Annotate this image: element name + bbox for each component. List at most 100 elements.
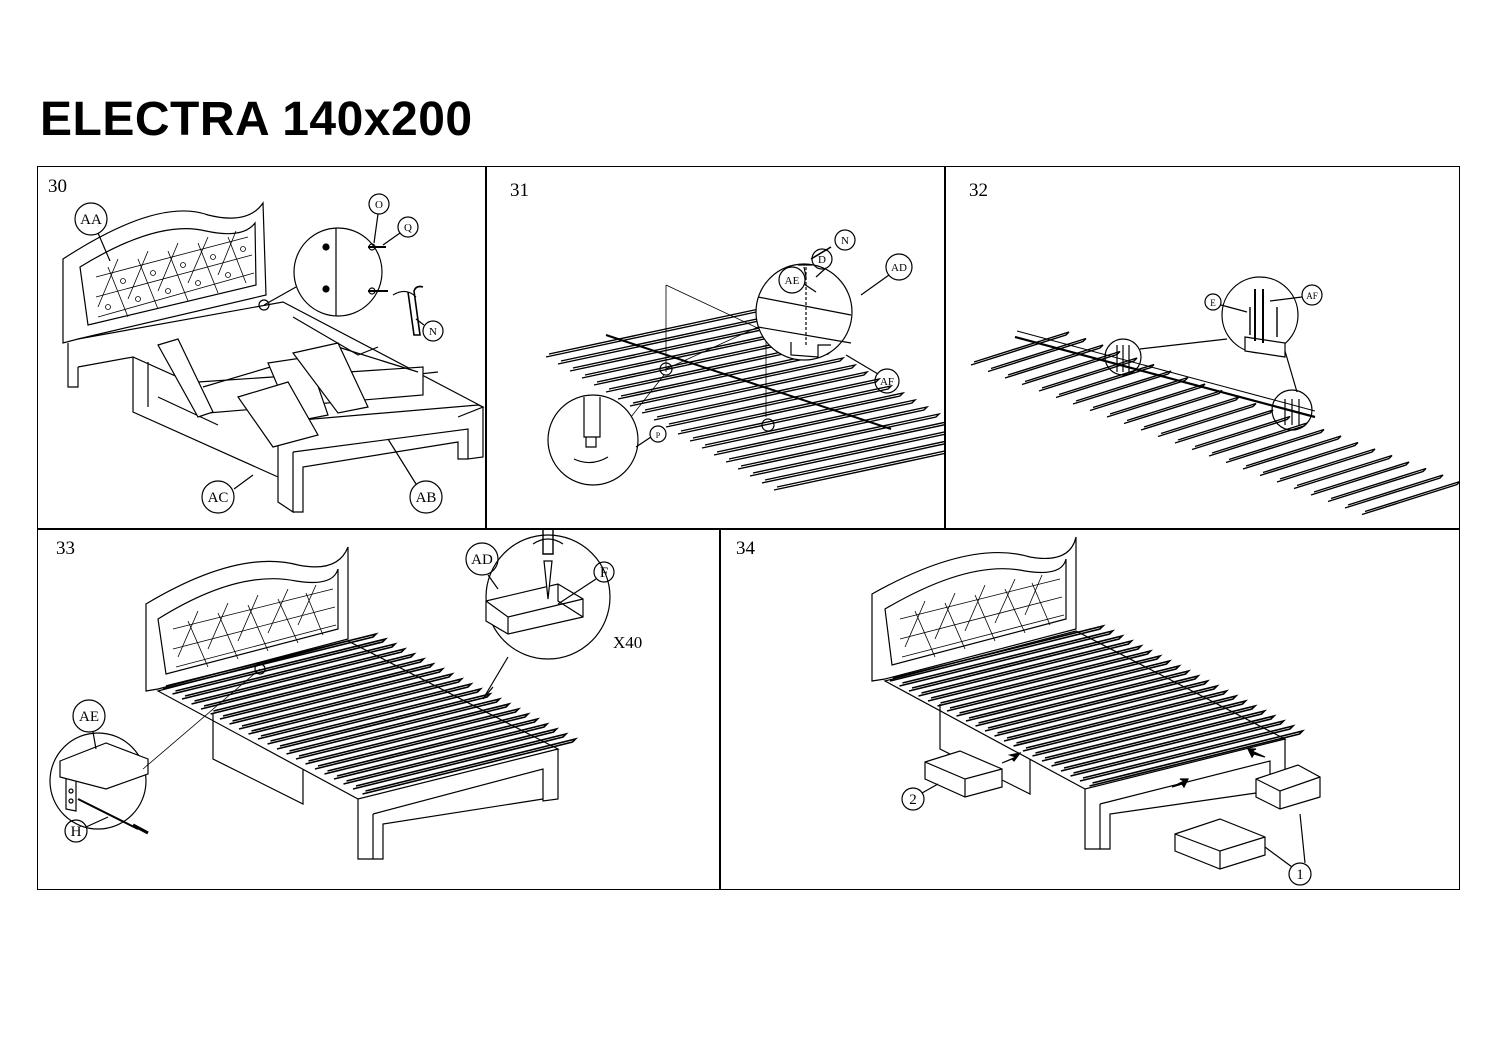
step-32-illustration: E AF (970, 276, 1459, 516)
slat-grid (970, 331, 1459, 516)
slat (172, 637, 389, 695)
slat (1003, 684, 1220, 742)
slat (1276, 448, 1376, 483)
slat (1013, 689, 1230, 747)
slat (1225, 428, 1325, 464)
slat (1032, 699, 1249, 757)
slat (994, 679, 1211, 737)
slat (908, 634, 1125, 692)
slat (1072, 370, 1172, 405)
slat (557, 314, 774, 365)
slat (918, 639, 1135, 697)
slat (362, 737, 579, 795)
slat-grid (889, 624, 1306, 787)
slat (314, 712, 531, 770)
slat (229, 667, 446, 725)
slat (305, 707, 522, 765)
slat (1022, 694, 1239, 752)
part-label-AD: AD (471, 552, 493, 568)
slat (987, 337, 1087, 373)
slat (1041, 704, 1258, 762)
slat (1038, 357, 1138, 392)
slat (737, 421, 944, 470)
part-label-O: O (375, 199, 383, 211)
part-label-E: E (1210, 298, 1216, 308)
slat (701, 398, 918, 449)
slat (1089, 729, 1306, 787)
drawer-label-1: 1 (1296, 867, 1304, 883)
slat (200, 652, 417, 710)
slat (970, 331, 1070, 366)
slat (210, 657, 427, 715)
slat (946, 654, 1163, 712)
step-34-illustration: 2 1 (871, 536, 1321, 886)
slat (1293, 454, 1393, 490)
slat (324, 717, 541, 775)
slat (975, 669, 1192, 727)
slat (1106, 383, 1206, 418)
slat (1021, 350, 1121, 386)
slat (1242, 435, 1342, 470)
drawer-label-2: 2 (909, 792, 917, 808)
slat (162, 632, 379, 690)
slat (937, 649, 1154, 707)
slat (1051, 709, 1268, 767)
part-label-N: N (841, 235, 849, 247)
divider-vertical-2 (944, 167, 946, 529)
step-33-illustration: AD F X40 AE H (49, 529, 642, 860)
divider-vertical-1 (485, 167, 487, 529)
step-32-panel: 32 E AF (945, 167, 1459, 528)
part-label-Q: Q (404, 222, 412, 234)
step-34-panel: 34 (720, 529, 1459, 889)
slat (629, 356, 846, 407)
slat (725, 412, 942, 463)
slat (1344, 474, 1444, 509)
part-label-AE: AE (785, 275, 800, 287)
quantity-label: X40 (613, 633, 642, 652)
slat (1157, 402, 1257, 438)
slat (1089, 376, 1189, 412)
slat (761, 440, 944, 484)
slat (665, 377, 882, 428)
slat-grid (162, 632, 579, 795)
slat (1060, 714, 1277, 772)
slat (1004, 344, 1104, 379)
slat (1140, 396, 1240, 431)
document-title: ELECTRA 140x200 (40, 93, 473, 146)
slat (984, 674, 1201, 732)
step-31-panel: 31 N (486, 167, 944, 528)
divider-vertical-3 (719, 529, 721, 889)
slat (677, 384, 894, 435)
slat (956, 659, 1173, 717)
slat (191, 647, 408, 705)
slat (238, 672, 455, 730)
part-label-AD: AD (891, 262, 907, 274)
slat (248, 677, 465, 735)
slat (965, 664, 1182, 722)
slat (267, 687, 484, 745)
slat (352, 732, 569, 790)
step-number: 34 (736, 538, 755, 559)
slat (181, 642, 398, 700)
step-30-panel: 30 (38, 167, 485, 528)
slat (927, 644, 1144, 702)
part-label-D: D (818, 254, 826, 266)
slat (286, 697, 503, 755)
slat (1079, 724, 1296, 782)
slat (333, 722, 550, 780)
slat (276, 692, 493, 750)
slat (1361, 481, 1459, 516)
slat (1310, 461, 1410, 496)
part-label-AC: AC (208, 490, 229, 506)
step-number: 31 (510, 180, 529, 201)
instruction-grid: 30 (37, 166, 1460, 890)
step-number: 30 (48, 176, 67, 197)
slat (1070, 719, 1287, 777)
slat (219, 662, 436, 720)
step-33-panel: 33 (38, 529, 719, 889)
slat (1191, 415, 1291, 451)
slat (1327, 467, 1427, 503)
step-30-illustration: AA O Q N AC AB (62, 193, 485, 514)
part-label-AB: AB (416, 490, 437, 506)
slat (1259, 441, 1359, 477)
